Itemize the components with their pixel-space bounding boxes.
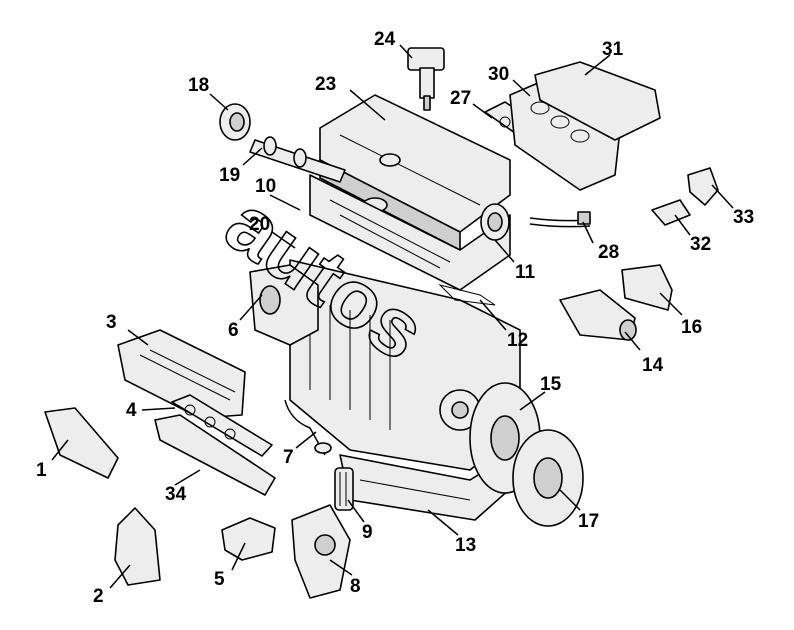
- callout-30: 30: [488, 64, 509, 85]
- callout-19: 19: [219, 165, 240, 186]
- mounting-bracket-33: [687, 167, 719, 206]
- callout-32: 32: [690, 234, 711, 255]
- camshaft: [249, 136, 346, 183]
- callout-6: 6: [228, 320, 239, 341]
- callout-5: 5: [214, 569, 225, 590]
- callout-20: 20: [249, 214, 270, 235]
- water-pump: [291, 504, 351, 599]
- callout-28: 28: [598, 242, 619, 263]
- breather-hose: [529, 211, 591, 228]
- mounting-bracket-32: [651, 199, 691, 226]
- sensor-housing: [621, 264, 673, 311]
- leader-lines: [51, 44, 734, 589]
- oil-filter: [334, 467, 354, 511]
- camshaft-seal: [219, 103, 251, 141]
- heat-shield: [117, 329, 246, 419]
- starter-motor: [559, 289, 637, 341]
- callout-3: 3: [106, 312, 117, 333]
- callout-labels: 1 2 3 4 5 6 7 8 9 10 11 12 13 14 15 16 1…: [36, 29, 754, 607]
- head-gasket: [438, 284, 496, 306]
- callout-1: 1: [36, 460, 47, 481]
- callout-4: 4: [126, 400, 137, 421]
- callout-11: 11: [515, 262, 536, 283]
- callout-13: 13: [455, 535, 476, 556]
- callout-2: 2: [93, 586, 104, 607]
- callout-24: 24: [374, 29, 396, 50]
- coolant-outlet: [221, 517, 276, 561]
- exhaust-gasket: [171, 394, 273, 457]
- dipstick-tube: [284, 399, 332, 456]
- timing-cover: [249, 264, 319, 346]
- cylinder-head: [309, 174, 511, 291]
- callout-17: 17: [578, 511, 599, 532]
- callout-7: 7: [283, 447, 294, 468]
- callout-10: 10: [255, 176, 276, 197]
- callout-33: 33: [733, 207, 754, 228]
- callout-31: 31: [602, 39, 624, 60]
- callout-15: 15: [540, 374, 562, 395]
- callout-16: 16: [681, 317, 702, 338]
- callout-14: 14: [642, 355, 664, 376]
- callout-9: 9: [362, 522, 373, 543]
- ignition-coil: [407, 47, 445, 111]
- callout-34: 34: [165, 484, 187, 505]
- callout-27: 27: [450, 88, 471, 109]
- engine-block: [289, 259, 521, 471]
- callout-18: 18: [188, 75, 209, 96]
- clutch-plate: [512, 429, 584, 527]
- callout-23: 23: [315, 74, 336, 95]
- engine-mount-bracket: [44, 407, 119, 479]
- intake-plenum-cover: [534, 61, 661, 141]
- callout-8: 8: [350, 576, 361, 597]
- callout-12: 12: [507, 330, 528, 351]
- cylinder-head-cover: [319, 94, 511, 251]
- exhaust-manifold: [154, 414, 276, 496]
- support-bracket: [114, 507, 161, 586]
